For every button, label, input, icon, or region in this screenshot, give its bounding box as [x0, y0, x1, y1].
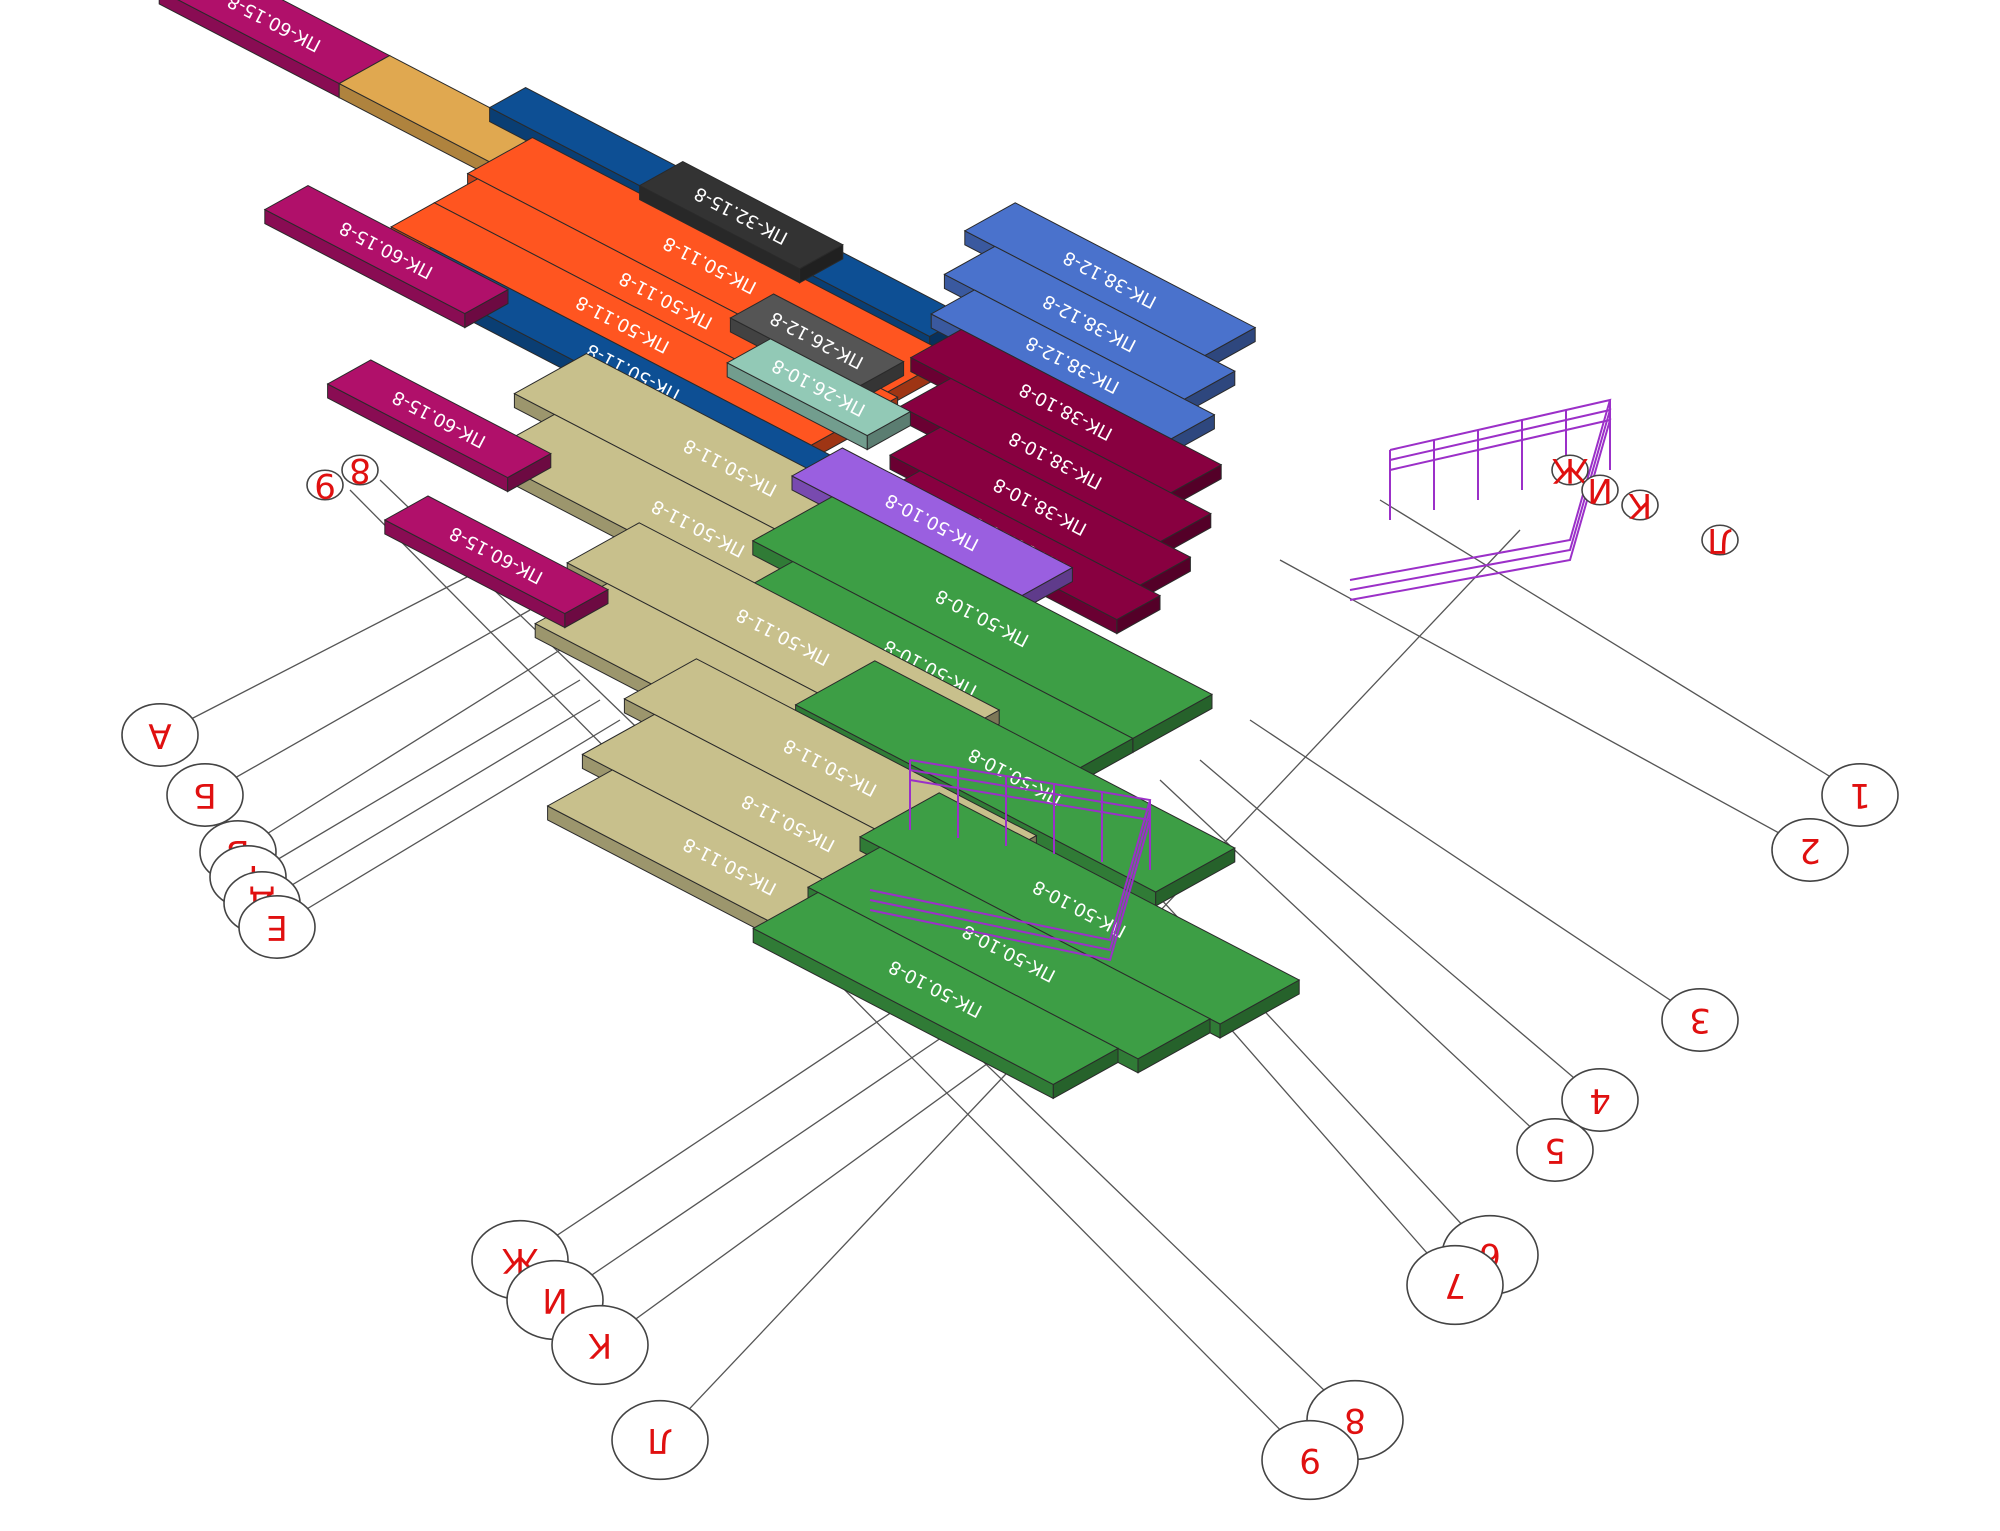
axis-bubble-circle — [341, 454, 379, 486]
axis-bubble-label: 9 — [314, 465, 336, 505]
axis-bubble-circle — [1821, 763, 1899, 827]
axis-bubble-label: 1 — [1849, 775, 1871, 815]
grid-leader — [247, 679, 581, 878]
axis-bubble-label: А — [148, 715, 171, 755]
axis-bubble-circle — [238, 895, 316, 959]
railing-rail — [869, 759, 1152, 942]
axis-bubble-number-5: 5 — [1516, 1118, 1594, 1182]
axis-bubble-label: И — [542, 1280, 567, 1320]
axis-bubble-label: 9 — [1299, 1440, 1321, 1480]
grid-leader — [1159, 779, 1556, 1151]
axis-bubble-label: 7 — [1444, 1265, 1466, 1305]
axis-bubble-top-number-2: 9 — [306, 465, 344, 505]
axis-bubble-label: К — [1628, 485, 1652, 525]
grid-leader — [1249, 719, 1701, 1021]
axis-bubble-top-letter-2: И — [1581, 470, 1619, 510]
axis-bubble-letter-9: К — [551, 1304, 649, 1386]
axis-bubble-label: 3 — [1689, 1000, 1711, 1040]
axis-bubble-circle — [166, 763, 244, 827]
axis-bubble-circle — [1561, 1068, 1639, 1132]
floor-slabs: ПК-60.15-8ПК-60.15-8ПК-50.11-8ПК-50.11-8… — [158, 0, 1301, 1100]
axis-bubble-label: Е — [266, 907, 287, 947]
axis-bubble-circle — [1516, 1118, 1594, 1182]
railing-rail — [1349, 398, 1612, 581]
axis-bubble-circle — [1661, 988, 1739, 1052]
axis-bubble-letter-2: Б — [166, 763, 244, 827]
axis-bubble-number-1: 1 — [1821, 763, 1899, 827]
axis-bubble-circle — [1261, 1419, 1359, 1501]
grid-leader — [276, 719, 621, 928]
slab-top-face — [806, 846, 1212, 1060]
grid-leader — [159, 559, 501, 736]
axis-bubble-circle — [1701, 524, 1739, 556]
axis-bubble-label: К — [588, 1325, 612, 1365]
grid-leader — [1199, 759, 1601, 1101]
railing — [869, 759, 1152, 962]
axis-bubble-circle — [306, 469, 344, 501]
axis-bubble-label: Л — [1707, 520, 1733, 560]
slab-top-face — [326, 359, 552, 479]
axis-bubble-letter-1: А — [121, 703, 199, 767]
axis-bubble-circle — [1581, 474, 1619, 506]
railing — [1349, 398, 1612, 601]
axis-bubble-label: 8 — [349, 450, 371, 490]
axis-bubble-number-4: 4 — [1561, 1068, 1639, 1132]
axis-bubble-label: Б — [193, 775, 216, 815]
slab-top-face — [383, 495, 610, 615]
axis-bubble-top-letter-1: Ж — [1551, 450, 1589, 490]
axis-bubble-number-3: 3 — [1661, 988, 1739, 1052]
axis-bubble-circle — [611, 1399, 709, 1481]
axis-bubble-top-letter-4: Л — [1701, 520, 1739, 560]
railing-rail — [869, 779, 1152, 962]
slab-panel: ПК-60.15-8 — [263, 185, 510, 329]
axis-bubble-top-number-1: 8 — [341, 450, 379, 490]
axis-bubble-label: 8 — [1344, 1400, 1366, 1440]
axis-bubble-number-2: 2 — [1771, 818, 1849, 882]
slab-top-face — [752, 891, 1120, 1085]
slab-top-face — [263, 185, 510, 315]
axis-bubble-letter-6: Е — [238, 895, 316, 959]
slab-top-face — [638, 161, 844, 270]
floor-4: ПК-60.15-8ПК-50.11-8ПК-50.11-8ПК-50.11-8… — [383, 495, 1301, 1100]
grid-axis-bubbles: АБВГДЕЖИКЛ123456789ЖИКЛ89 — [121, 450, 1899, 1501]
grid-leader — [1279, 559, 1811, 851]
grid-leader — [237, 649, 561, 853]
axis-bubble-circle — [1406, 1244, 1504, 1326]
axis-bubble-number-7: 7 — [1406, 1244, 1504, 1326]
axis-bubble-circle — [1771, 818, 1849, 882]
axis-bubble-circle — [551, 1304, 649, 1386]
axis-bubble-label: 2 — [1799, 830, 1821, 870]
axis-bubble-circle — [121, 703, 199, 767]
slab-top-face — [794, 660, 1236, 893]
axis-bubble-number-9: 9 — [1261, 1419, 1359, 1501]
railing-rail — [869, 769, 1152, 952]
axis-bubble-label: 5 — [1544, 1130, 1566, 1170]
axis-bubble-label: И — [1587, 470, 1612, 510]
grid-leader — [204, 609, 531, 796]
slab-panel: ПК-50.10-8 — [752, 891, 1120, 1100]
grid-leader — [261, 699, 601, 904]
slab-top-face — [858, 792, 1301, 1025]
axis-bubble-label: Л — [647, 1420, 673, 1460]
axis-bubble-letter-10: Л — [611, 1399, 709, 1481]
axis-bubble-circle — [1621, 489, 1659, 521]
axis-bubble-label: Ж — [1552, 450, 1589, 490]
slab-top-face — [726, 338, 912, 437]
axis-bubble-circle — [1551, 454, 1589, 486]
slab-panel: ПК-60.15-8 — [326, 359, 552, 493]
grid-leader — [1379, 499, 1861, 796]
axis-bubble-label: 4 — [1589, 1080, 1611, 1120]
axis-bubble-top-letter-3: К — [1621, 485, 1659, 525]
